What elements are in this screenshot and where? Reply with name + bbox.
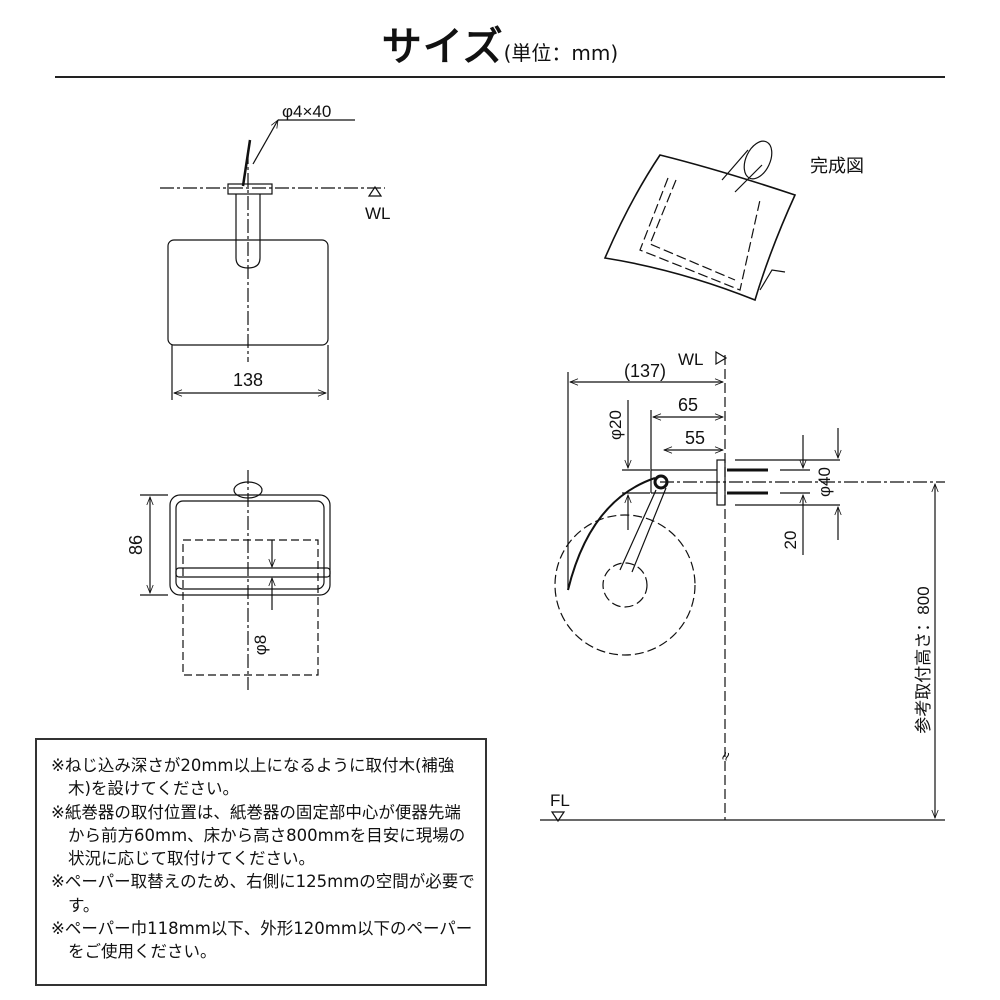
title-divider bbox=[55, 76, 945, 78]
title-main: サイズ bbox=[381, 24, 504, 70]
screw-label: φ4×40 bbox=[282, 102, 331, 121]
fl-label: FL bbox=[550, 791, 570, 810]
side-wl-label: WL bbox=[678, 350, 704, 369]
wl-marker-icon bbox=[367, 185, 383, 197]
depth-dimension: 86 bbox=[126, 535, 146, 555]
diameter-40: φ40 bbox=[815, 467, 834, 497]
front-view bbox=[160, 120, 385, 400]
dimension-55: 55 bbox=[685, 428, 705, 448]
note-item: ※紙巻器の取付位置は、紙巻器の固定部中心が便器先端から前方60mm、床から高さ8… bbox=[51, 802, 466, 869]
mounting-height: 参考取付高さ：800 bbox=[914, 586, 933, 733]
title-unit: (単位：mm) bbox=[503, 41, 619, 65]
dimension-20: 20 bbox=[781, 531, 800, 550]
perspective-view bbox=[603, 140, 797, 302]
side-view bbox=[540, 350, 945, 823]
notes-box: ※ねじ込み深さが20mm以上になるように取付木(補強木)を設けてください。 ※紙… bbox=[35, 738, 487, 986]
wl-label: WL bbox=[365, 204, 391, 223]
perspective-label: 完成図 bbox=[810, 156, 864, 176]
page-title: サイズ(単位：mm) bbox=[0, 14, 1000, 72]
fl-marker-icon bbox=[550, 811, 566, 823]
bar-diameter: φ8 bbox=[251, 635, 270, 655]
screw bbox=[241, 139, 252, 187]
diameter-20: φ20 bbox=[606, 410, 625, 440]
break-mark: ≈ bbox=[717, 749, 736, 763]
note-item: ※ペーパー巾118mm以下、外形120mm以下のペーパーをご使用ください。 bbox=[51, 919, 473, 962]
note-item: ※ペーパー取替えのため、右側に125mmの空間が必要です。 bbox=[51, 872, 475, 915]
note-item: ※ねじ込み深さが20mm以上になるように取付木(補強木)を設けてください。 bbox=[51, 756, 455, 799]
top-view bbox=[140, 470, 331, 690]
overall-dimension: (137) bbox=[624, 361, 666, 381]
dimension-65: 65 bbox=[678, 395, 698, 415]
wl-marker-icon bbox=[715, 350, 728, 366]
width-dimension: 138 bbox=[233, 370, 263, 390]
